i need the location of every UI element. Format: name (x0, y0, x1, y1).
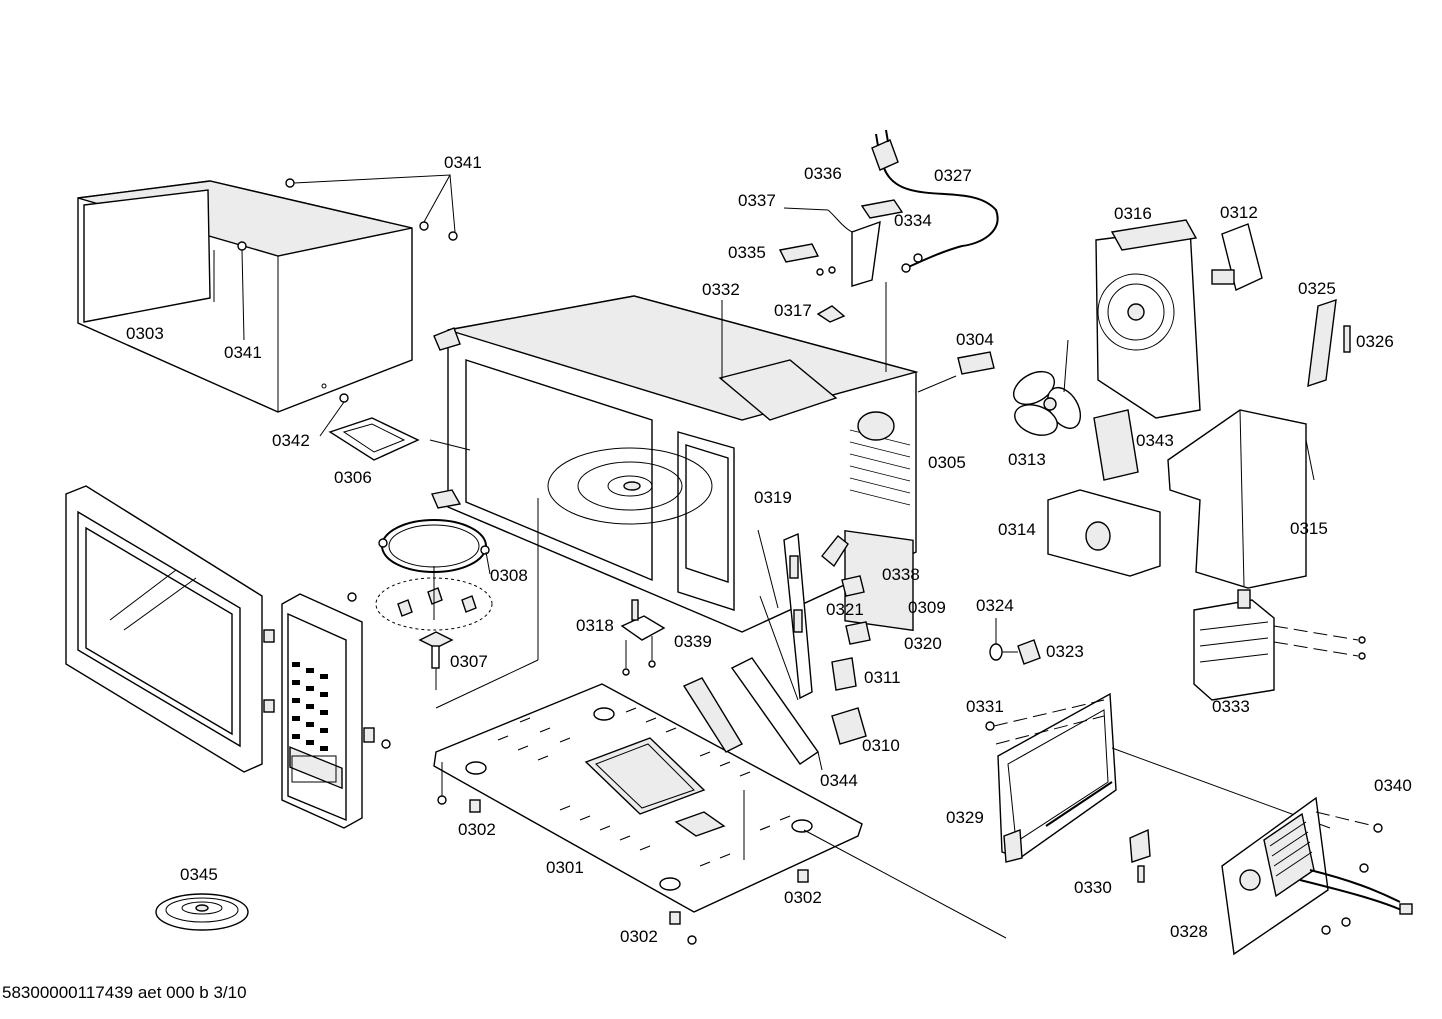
outer-cover-0303 (77, 180, 413, 413)
document-code: 58300000117439 aet 000 b 3/10 (2, 983, 247, 1002)
roller-ring-0308 (375, 519, 493, 631)
label-0302-left: 0302 (458, 820, 496, 839)
door-assembly (65, 485, 391, 773)
label-0309: 0309 (908, 598, 946, 617)
coupler-0307 (418, 631, 454, 690)
magnetron-0333 (1193, 589, 1366, 701)
label-0338: 0338 (882, 565, 920, 584)
base-plate-0301 (433, 683, 1007, 939)
label-0339: 0339 (674, 632, 712, 651)
label-0324: 0324 (976, 596, 1014, 615)
brackets-0339-0344 (682, 657, 823, 771)
label-0334: 0334 (894, 211, 932, 230)
label-0315: 0315 (1290, 519, 1328, 538)
air-guide-0315 (1167, 409, 1315, 589)
label-0320: 0320 (904, 634, 942, 653)
control-panel (281, 593, 375, 829)
label-0340: 0340 (1374, 776, 1412, 795)
lamp-0324-holder-0323 (989, 618, 1041, 665)
label-0317: 0317 (774, 301, 812, 320)
label-0325: 0325 (1298, 279, 1336, 298)
label-0314: 0314 (998, 520, 1036, 539)
label-0332: 0332 (702, 280, 740, 299)
label-0304: 0304 (956, 330, 994, 349)
label-0306: 0306 (334, 468, 372, 487)
label-0333: 0333 (1212, 697, 1250, 716)
label-0335: 0335 (728, 243, 766, 262)
motor-0318 (620, 599, 666, 676)
fan-blade-0313 (1013, 339, 1082, 436)
label-0331: 0331 (966, 697, 1004, 716)
label-0330: 0330 (1074, 878, 1112, 897)
power-cord-0327 (871, 129, 999, 273)
label-0336: 0336 (804, 164, 842, 183)
label-0343: 0343 (1136, 431, 1174, 450)
label-0302-bottom: 0302 (620, 927, 658, 946)
label-0344: 0344 (820, 771, 858, 790)
label-0318: 0318 (576, 616, 614, 635)
label-0341-left: 0341 (224, 343, 262, 362)
label-0311: 0311 (864, 668, 901, 687)
fan-motor-0312 (1211, 223, 1263, 291)
label-0313: 0313 (1008, 450, 1046, 469)
fuse-holder-0304 (957, 351, 995, 375)
label-0312: 0312 (1220, 203, 1258, 222)
feet-0302 (437, 762, 809, 945)
waveguide-cover-0306 (328, 417, 420, 461)
label-0323: 0323 (1046, 642, 1084, 661)
door-switch-assembly (757, 529, 871, 745)
label-0301: 0301 (546, 858, 584, 877)
label-0345: 0345 (180, 865, 218, 884)
label-0307: 0307 (450, 652, 488, 671)
fan-housing-0316 (1095, 219, 1201, 419)
part-labels: 0341 0341 0303 0342 0306 0308 0307 0345 … (126, 153, 1412, 946)
label-0337: 0337 (738, 191, 776, 210)
label-0319: 0319 (754, 488, 792, 507)
bracket-0314 (1047, 489, 1161, 577)
label-0302-right: 0302 (784, 888, 822, 907)
inverter-board-0328 (1221, 796, 1413, 956)
label-0321: 0321 (826, 600, 864, 619)
bracket-0325-and-pin-0326 (1307, 298, 1351, 388)
label-0308: 0308 (490, 566, 528, 585)
label-0303: 0303 (126, 324, 164, 343)
label-0305: 0305 (928, 453, 966, 472)
label-0329: 0329 (946, 808, 984, 827)
screw-0342 (319, 393, 349, 437)
turntable-0345 (155, 893, 249, 931)
label-0327: 0327 (934, 166, 972, 185)
label-0316: 0316 (1114, 204, 1152, 223)
small-parts-upper (778, 199, 904, 323)
cavity-leader-lines (429, 282, 957, 709)
label-0310: 0310 (862, 736, 900, 755)
bracket-0329 (985, 692, 1117, 863)
label-0342: 0342 (272, 431, 310, 450)
label-0328: 0328 (1170, 922, 1208, 941)
grille-0343 (1093, 409, 1139, 481)
label-0326: 0326 (1356, 332, 1394, 351)
screws-0341 (237, 174, 458, 341)
label-0341-top: 0341 (444, 153, 482, 172)
